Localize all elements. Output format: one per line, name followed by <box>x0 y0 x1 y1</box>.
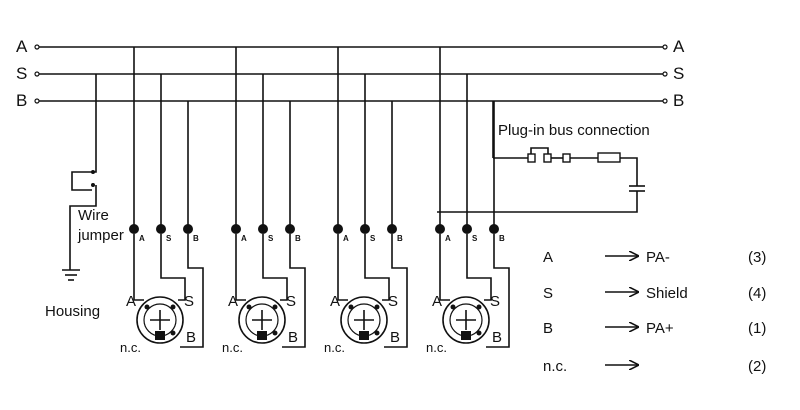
pin-b-label: B <box>397 234 403 243</box>
legend-pin: n.c. <box>543 358 567 375</box>
connector-1: A S B A S B n.c. <box>120 47 204 355</box>
nc-label: n.c. <box>324 340 345 355</box>
legend-num: (2) <box>748 358 766 375</box>
legend-num: (3) <box>748 249 766 266</box>
nc-label: n.c. <box>120 340 141 355</box>
nc-label: n.c. <box>222 340 243 355</box>
pin-s-label: S <box>166 234 172 243</box>
face-b-label: B <box>390 329 400 346</box>
pin-b-label: B <box>295 234 301 243</box>
pin-a-label: A <box>139 234 145 243</box>
bus-label-left-s: S <box>16 64 27 83</box>
legend-signal: Shield <box>646 285 688 302</box>
legend-signal: PA- <box>646 249 670 266</box>
wire-jumper-label-1: Wire <box>78 207 109 224</box>
pin-b-label: B <box>193 234 199 243</box>
pin-s-label: S <box>268 234 274 243</box>
legend-num: (4) <box>748 285 766 302</box>
legend-num: (1) <box>748 320 766 337</box>
bus-line-b: B B <box>16 91 684 110</box>
legend-row: A PA- (3) <box>543 249 766 266</box>
wire-jumper: Wire jumper Housing <box>45 74 124 320</box>
pin-a-label: A <box>445 234 451 243</box>
nc-label: n.c. <box>426 340 447 355</box>
plugin-label: Plug-in bus connection <box>498 122 650 139</box>
plugin-bus-connection: Plug-in bus connection <box>437 101 650 213</box>
face-s-label: S <box>286 293 296 310</box>
face-a-label: A <box>126 293 136 310</box>
face-s-label: S <box>490 293 500 310</box>
wire-jumper-label-2: jumper <box>77 227 124 244</box>
pin-s-label: S <box>472 234 478 243</box>
pin-b-label: B <box>499 234 505 243</box>
face-s-label: S <box>184 293 194 310</box>
legend-row: B PA+ (1) <box>543 320 766 337</box>
bus-label-left-a: A <box>16 37 28 56</box>
face-s-label: S <box>388 293 398 310</box>
face-b-label: B <box>492 329 502 346</box>
connector-2: A S B A S B n.c. <box>222 47 306 355</box>
connector-4: A S B A S B n.c. <box>426 47 510 355</box>
legend-row: n.c. (2) <box>543 358 766 375</box>
bus-label-right-s: S <box>673 64 684 83</box>
pin-legend: A PA- (3) S Shield (4) B PA+ (1) n.c. (2… <box>543 249 766 375</box>
bus-label-right-a: A <box>673 37 685 56</box>
pin-a-label: A <box>343 234 349 243</box>
pin-a-label: A <box>241 234 247 243</box>
face-a-label: A <box>228 293 238 310</box>
face-a-label: A <box>330 293 340 310</box>
face-b-label: B <box>288 329 298 346</box>
face-a-label: A <box>432 293 442 310</box>
legend-pin: S <box>543 285 553 302</box>
bus-line-a: A A <box>16 37 685 56</box>
bus-label-left-b: B <box>16 91 27 110</box>
connector-3: A S B A S B n.c. <box>324 47 408 355</box>
legend-row: S Shield (4) <box>543 285 766 302</box>
bus-line-s: S S <box>16 64 684 83</box>
legend-pin: B <box>543 320 553 337</box>
pin-s-label: S <box>370 234 376 243</box>
housing-label: Housing <box>45 303 100 320</box>
legend-pin: A <box>543 249 553 266</box>
legend-signal: PA+ <box>646 320 674 337</box>
bus-label-right-b: B <box>673 91 684 110</box>
face-b-label: B <box>186 329 196 346</box>
